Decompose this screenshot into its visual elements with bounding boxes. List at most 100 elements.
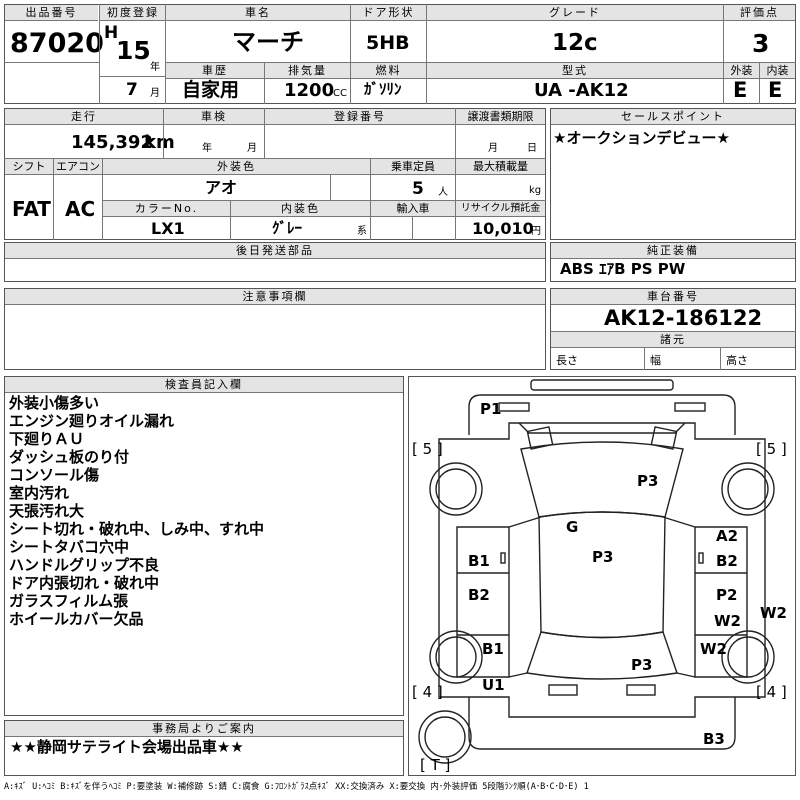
- grade-label: グレード: [427, 5, 723, 21]
- caution-label: 注意事項欄: [5, 289, 545, 305]
- chassis-box: [550, 288, 796, 370]
- mark-p1: P1: [480, 400, 502, 418]
- inspector-line: ガラスフィルム張: [9, 592, 129, 610]
- first-reg-label: 初度登録: [100, 5, 166, 21]
- transfer-month-unit: 月: [488, 143, 498, 154]
- car-diagram: [408, 376, 796, 776]
- office-box: [4, 720, 404, 776]
- mark-a2: A2: [716, 527, 739, 545]
- sales-point-label: セールスポイント: [551, 109, 795, 125]
- mark-b2-right: B2: [716, 552, 738, 570]
- mark-u1: U1: [482, 676, 505, 694]
- fuel-value: ｶﾞｿﾘﾝ: [364, 80, 402, 98]
- specs-label: 諸元: [551, 332, 795, 348]
- int-color-label: 内装色: [231, 201, 370, 217]
- exterior-value: E: [733, 78, 748, 102]
- car-name-label: 車名: [166, 5, 350, 21]
- mark-w2-side: W2: [760, 604, 787, 622]
- later-parts-box: [4, 242, 546, 282]
- first-reg-month-unit: 月: [150, 88, 160, 99]
- exterior-label: 外装: [724, 63, 759, 79]
- spec-height: 高さ: [726, 354, 748, 367]
- office-value: ★★静岡サテライト会場出品車★★: [10, 738, 244, 756]
- tire-front-right: [721, 462, 775, 516]
- windshield: [520, 441, 684, 518]
- lot-no-label: 出品番号: [5, 5, 98, 21]
- int-color-unit: 系: [357, 226, 367, 237]
- spare-tire: [418, 710, 472, 764]
- mileage-label: 走行: [5, 109, 163, 125]
- legend-text: A:ｷｽﾞ U:ﾍｺﾐ B:ｷｽﾞを伴うﾍｺﾐ P:要塗装 W:補修跡 S:錆 …: [4, 782, 589, 792]
- caution-box: [4, 288, 546, 370]
- ext-color-value: アオ: [205, 178, 238, 197]
- mark-b1-left: B1: [468, 552, 490, 570]
- ext-color-label: 外装色: [103, 159, 370, 175]
- spec-width: 幅: [650, 354, 661, 367]
- front-bumper: [530, 379, 674, 391]
- inspector-line: コンソール傷: [9, 466, 100, 484]
- door-value: 5HB: [366, 32, 410, 54]
- first-reg-year: 15: [116, 36, 151, 65]
- mark-g: G: [566, 518, 579, 536]
- inspection-label: 車検: [164, 109, 264, 125]
- sales-point-box: [550, 108, 796, 240]
- max-load-unit: kg: [529, 185, 542, 196]
- body-outline: [438, 422, 766, 718]
- model-label: 型式: [427, 63, 723, 79]
- transfer-day-unit: 日: [527, 143, 537, 154]
- aircon-label: エアコン: [54, 159, 102, 175]
- rear-window: [526, 631, 678, 680]
- model-value: UA -AK12: [534, 80, 629, 101]
- equipment-box: [550, 242, 796, 282]
- score-value: 3: [752, 29, 770, 58]
- import-label: 輸入車: [371, 201, 455, 217]
- tire-mark-fr: [ 5 ]: [756, 440, 787, 458]
- aircon-value: AC: [65, 197, 96, 221]
- tire-rear-right: [721, 630, 775, 684]
- shift-value: FAT: [12, 197, 51, 221]
- mark-b1-rear: B1: [482, 640, 504, 658]
- mark-p3-front: P3: [637, 472, 659, 490]
- inspector-line: ハンドルグリップ不良: [9, 556, 160, 574]
- inspector-line: 室内汚れ: [9, 484, 70, 502]
- first-reg-era: H: [104, 23, 119, 43]
- max-load-label: 最大積載量: [456, 159, 545, 175]
- tire-mark-fl: [ 5 ]: [412, 440, 443, 458]
- mark-p3-rear: P3: [631, 656, 653, 674]
- capacity-value: 5: [412, 179, 424, 199]
- tire-mark-rr: [ 4 ]: [756, 683, 787, 701]
- int-color-value: ｸﾞﾚｰ: [272, 219, 303, 237]
- interior-label: 内装: [760, 63, 795, 79]
- detail-section: [4, 108, 546, 240]
- tire-mark-rl: [ 4 ]: [412, 683, 443, 701]
- inspector-line: 下廻りＡＵ: [9, 430, 85, 448]
- transfer-deadline-label: 譲渡書類期限: [456, 109, 545, 125]
- recycle-unit: 円: [531, 226, 541, 237]
- later-parts-label: 後日発送部品: [5, 243, 545, 259]
- lot-no-value: 87020: [10, 28, 104, 59]
- inspector-line: シート切れ・破れ中、しみ中、すれ中: [9, 520, 265, 538]
- first-reg-month: 7: [126, 80, 138, 100]
- chassis-label: 車台番号: [551, 289, 795, 305]
- grade-value: 12c: [552, 30, 598, 56]
- roof: [538, 511, 666, 639]
- mark-w2-rear: W2: [700, 640, 727, 658]
- office-label: 事務局よりご案内: [5, 721, 403, 737]
- history-label: 車歴: [166, 63, 264, 79]
- inspector-line: 天張汚れ大: [9, 502, 85, 520]
- spec-length: 長さ: [556, 354, 578, 367]
- score-label: 評価点: [724, 5, 795, 21]
- front-outline: [468, 394, 736, 435]
- door-label: ドア形状: [351, 5, 426, 21]
- inspection-month-unit: 月: [247, 143, 257, 154]
- interior-value: E: [768, 78, 783, 102]
- shift-label: シフト: [5, 159, 53, 175]
- inspector-line: エンジン廻りオイル漏れ: [9, 412, 175, 430]
- mark-w2-door: W2: [714, 612, 741, 630]
- tire-front-left: [429, 462, 483, 516]
- left-doors: [456, 526, 510, 678]
- mileage-value: 145,392: [71, 132, 153, 153]
- color-no-label: カラーNo.: [103, 201, 230, 217]
- inspector-line: ドア内張切れ・破れ中: [9, 574, 160, 592]
